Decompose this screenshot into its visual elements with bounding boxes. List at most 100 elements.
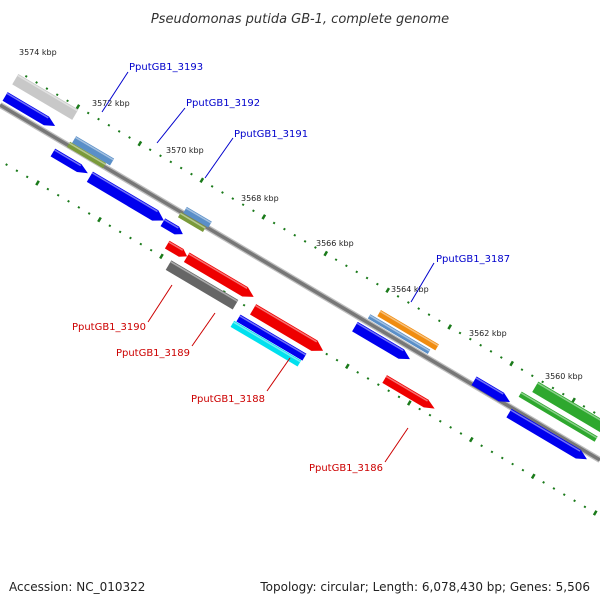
tick-mark	[272, 221, 276, 225]
gene-arrow-highlight	[185, 207, 212, 224]
gene-label-reverse: PputGB1_3190	[72, 322, 146, 333]
gene-arrow-highlight	[537, 382, 600, 421]
tick-mark	[418, 407, 422, 411]
gene-label-reverse: PputGB1_3186	[309, 463, 383, 474]
gene-arrow-highlight	[385, 375, 428, 402]
tick-mark	[35, 180, 40, 186]
tick-label: 3572 kbp	[92, 99, 130, 108]
tick-mark	[562, 493, 566, 496]
tick-mark	[107, 123, 111, 127]
gene-label-reverse: PputGB1_3189	[116, 348, 190, 359]
gene-arrow	[164, 240, 188, 257]
tick-mark	[541, 380, 544, 384]
tick-mark	[345, 264, 348, 268]
tick-mark	[15, 169, 19, 173]
tick-label: 3560 kbp	[545, 372, 583, 381]
tick-mark	[376, 282, 379, 286]
tick-mark	[221, 191, 224, 194]
tick-mark	[67, 199, 70, 203]
tick-mark	[530, 374, 534, 378]
gene-arrow-highlight	[91, 172, 158, 213]
gene-arrow	[532, 381, 600, 433]
gene-arrow	[230, 320, 302, 367]
tick-mark	[46, 187, 50, 191]
tick-mark	[468, 337, 472, 341]
gene-label-reverse: PputGB1_3188	[191, 394, 265, 405]
tick-label: 3574 kbp	[19, 48, 57, 57]
tick-mark	[458, 331, 462, 335]
gene-arrow-highlight	[379, 310, 439, 347]
tick-mark	[396, 294, 400, 298]
tick-mark	[530, 473, 536, 480]
tick-mark	[199, 177, 205, 184]
tick-mark	[583, 505, 587, 509]
tick-mark	[128, 136, 131, 139]
gene-arrow	[50, 148, 88, 174]
tick-mark	[118, 230, 122, 234]
gene-arrow	[183, 252, 254, 297]
tick-mark	[25, 175, 29, 179]
tick-mark	[520, 368, 524, 372]
gene-label-forward: PputGB1_3191	[234, 129, 308, 140]
gene-arrow	[377, 310, 439, 351]
gene-arrow	[352, 321, 410, 360]
gene-arrow	[72, 136, 115, 166]
tick-mark	[139, 242, 143, 246]
tick-mark	[108, 224, 112, 228]
gene-arrow	[160, 218, 183, 235]
tick-mark	[427, 313, 431, 317]
tick-mark	[335, 358, 339, 362]
tick-mark	[387, 389, 391, 393]
tick-mark	[592, 411, 596, 414]
gene-label-forward: PputGB1_3187	[436, 254, 510, 265]
tick-mark	[55, 93, 59, 97]
tick-mark	[241, 203, 245, 207]
tick-mark	[293, 233, 297, 237]
tick-mark	[437, 319, 441, 323]
tick-mark	[397, 395, 401, 399]
tick-mark	[87, 212, 91, 215]
tick-mark	[24, 74, 28, 78]
label-leaders	[101, 71, 435, 463]
tick-marks	[5, 74, 598, 516]
tick-mark	[511, 462, 514, 466]
tick-mark	[521, 468, 525, 472]
tick-label: 3562 kbp	[469, 329, 507, 338]
tick-mark	[447, 324, 453, 330]
tick-mark	[355, 270, 359, 274]
gene-arrow	[12, 74, 79, 120]
tick-mark	[137, 140, 143, 147]
gene-arrow-highlight	[179, 212, 206, 229]
tick-mark	[252, 209, 255, 213]
gene-arrow	[382, 375, 435, 409]
tick-mark	[561, 392, 565, 396]
gene-arrow-highlight	[356, 322, 404, 352]
gene-arrow-highlight	[68, 142, 106, 166]
gene-arrow	[165, 260, 239, 310]
gene-arrow-highlight	[188, 253, 248, 290]
tick-mark	[480, 444, 483, 448]
tick-mark	[479, 343, 483, 347]
tick-mark	[449, 426, 453, 429]
tick-mark	[323, 250, 329, 257]
gene-arrow-highlight	[232, 321, 301, 363]
tick-mark	[56, 193, 60, 197]
gene-arrow-highlight	[520, 392, 598, 439]
tick-mark	[242, 303, 246, 307]
gene-arrow-highlight	[74, 136, 114, 161]
gene-arrow	[2, 92, 56, 126]
tick-mark	[509, 360, 514, 367]
tick-mark	[356, 371, 360, 374]
tick-mark	[582, 404, 586, 408]
tick-mark	[97, 117, 100, 121]
tick-mark	[5, 163, 8, 167]
tick-mark	[303, 239, 307, 243]
gene-arrow-highlight	[170, 261, 238, 302]
tick-mark	[345, 363, 350, 370]
tick-mark	[190, 172, 193, 176]
gene-arrow	[236, 314, 307, 361]
gene-arrow	[518, 391, 598, 442]
tick-labels: 3574 kbp 3572 kbp 3570 kbp 3568 kbp 3566…	[19, 48, 583, 381]
gene-arrow-highlight	[17, 74, 78, 112]
gene-labels: PputGB1_3193 PputGB1_3192 PputGB1_3191 P…	[72, 62, 510, 474]
